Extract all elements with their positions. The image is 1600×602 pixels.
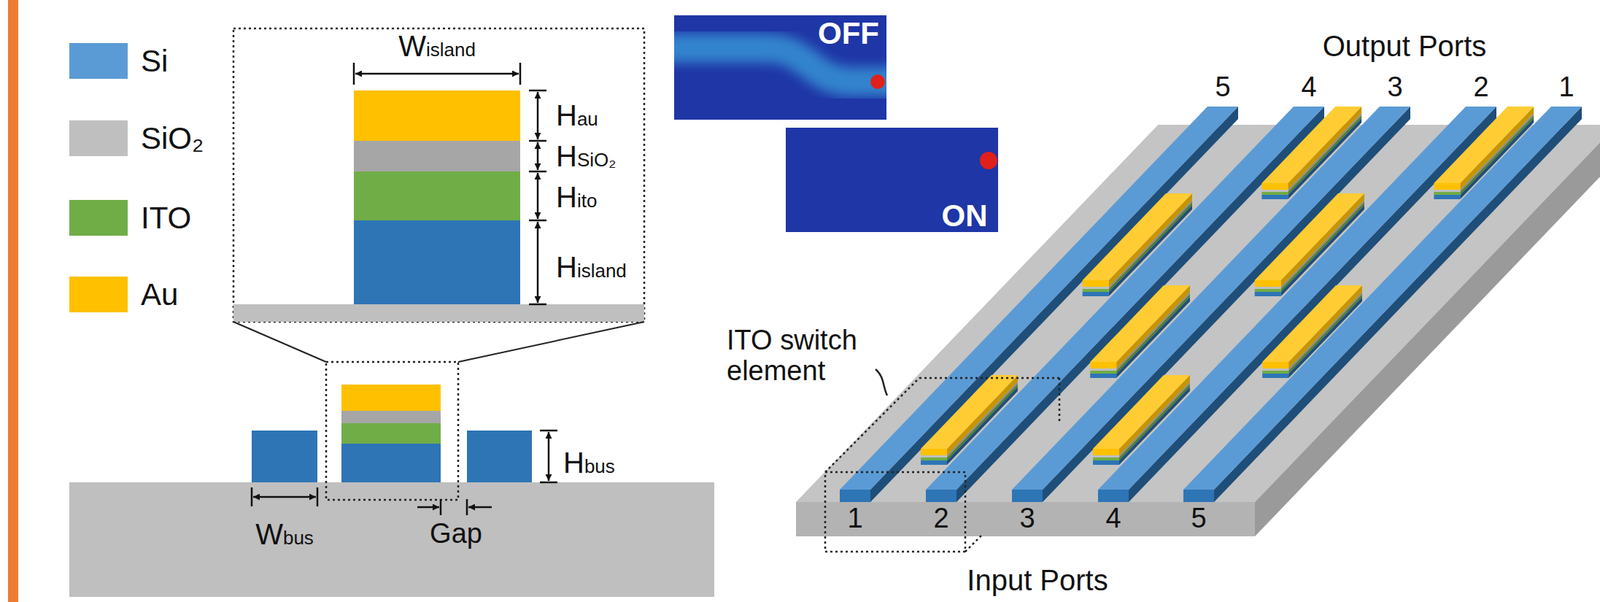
- port-number: 3: [1019, 503, 1035, 535]
- leader-line: [875, 369, 888, 396]
- dimension-label: Gap: [429, 518, 483, 550]
- island-inset: [233, 28, 645, 322]
- callout-label: ITO switch element: [726, 325, 888, 387]
- ito-switch-island: [1261, 106, 1362, 200]
- bus-waveguide: [1183, 106, 1582, 502]
- bus-waveguide: [1011, 106, 1411, 502]
- dimension-label: HSiO₂: [555, 140, 616, 173]
- legend-swatch: [69, 43, 128, 79]
- legend-label: SiO₂: [140, 121, 204, 155]
- field-map-off: [674, 15, 887, 120]
- dimension-label: Hito: [555, 180, 597, 214]
- port-number: 4: [1105, 503, 1121, 535]
- port-number: 4: [1300, 72, 1317, 103]
- state-label: OFF: [817, 16, 880, 51]
- cross-section: [69, 361, 715, 597]
- legend-swatch: [69, 276, 128, 313]
- port-number: 5: [1214, 72, 1231, 103]
- callout-box: [825, 377, 1060, 552]
- port-number: 1: [1558, 72, 1574, 103]
- legend-swatch: [69, 120, 128, 157]
- port-number: 5: [1190, 503, 1207, 535]
- legend-label: Au: [140, 277, 179, 311]
- zoom-line: [233, 321, 327, 362]
- state-label: ON: [941, 199, 988, 233]
- dimension-label: Hau: [555, 99, 599, 132]
- ito-switch-island: [1090, 285, 1190, 378]
- legend-label: Si: [140, 43, 168, 78]
- ito-switch-island: [1433, 106, 1534, 200]
- legend-label: ITO: [140, 200, 192, 235]
- dimension-label: Hisland: [555, 250, 627, 284]
- dimension-label: Wbus: [255, 518, 314, 551]
- ito-switch-island: [1082, 193, 1193, 297]
- ito-switch-island: [1092, 375, 1190, 465]
- ito-switch-island: [1262, 285, 1363, 378]
- port-title: Input Ports: [966, 563, 1108, 597]
- port-title: Output Ports: [1322, 29, 1487, 63]
- port-number: 2: [1473, 72, 1489, 103]
- dimension-label: Hbus: [563, 446, 616, 479]
- side-bar: [8, 0, 19, 602]
- legend-swatch: [69, 199, 128, 236]
- ito-switch-island: [920, 375, 1018, 465]
- ito-switch-island: [1254, 193, 1365, 297]
- dimension-label: Wisland: [398, 29, 476, 63]
- port-number: 3: [1386, 72, 1403, 103]
- switch-matrix: [795, 106, 1600, 537]
- substrate-front: [795, 501, 1255, 537]
- zoom-line: [458, 321, 645, 362]
- port-number: 1: [847, 503, 863, 535]
- port-number: 2: [933, 503, 949, 535]
